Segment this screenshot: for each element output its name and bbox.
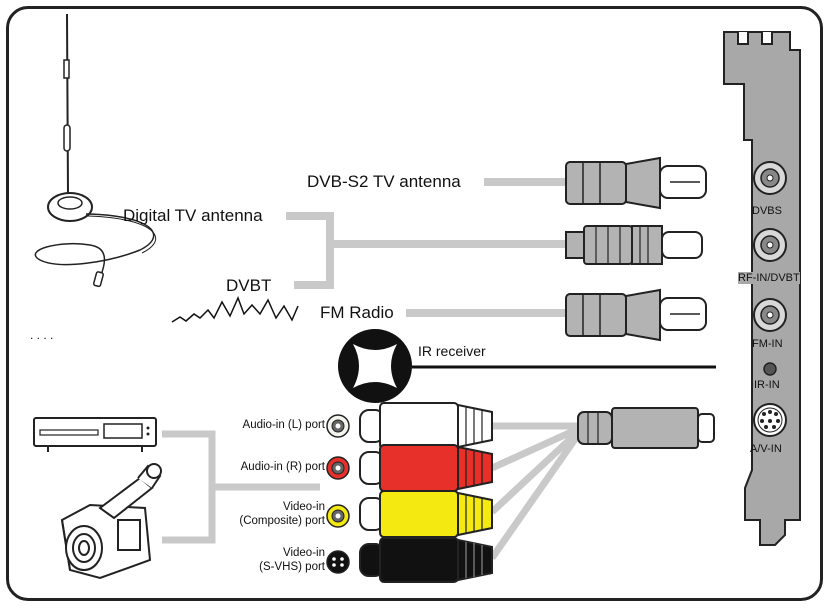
video-svhs-plug (359, 537, 493, 583)
antenna-icon (34, 13, 157, 288)
rf-in-dvbt-port-icon (753, 228, 787, 262)
video-composite-jack-icon (326, 504, 350, 528)
dvbs2-plug (565, 156, 707, 210)
device-bracket-lines (162, 430, 320, 544)
antenna-cables (286, 178, 566, 317)
fm-in-port-icon (753, 298, 787, 332)
video-in-composite-line1: Video-in (283, 501, 325, 513)
audio-r-jack-icon (326, 456, 350, 480)
audio-r-plug (359, 444, 493, 492)
tv-card-bracket (723, 31, 801, 546)
av-harness-cables (489, 422, 583, 561)
fm-signal-icon (171, 296, 299, 323)
rf-in-dvbt-port-label: RF-IN/DVBT (738, 272, 800, 284)
ir-receiver-label: IR receiver (418, 343, 486, 359)
fm-plug (565, 288, 707, 342)
video-in-svhs-label: Video-in (S-VHS) port (259, 546, 325, 574)
fm-in-port-label: FM-IN (752, 338, 783, 350)
av-harness-connector (577, 407, 715, 449)
audio-l-jack-icon (326, 414, 350, 438)
ir-receiver-icon (338, 329, 412, 403)
video-in-svhs-line1: Video-in (283, 547, 325, 559)
ir-in-port-label: IR-IN (754, 379, 780, 391)
digital-tv-antenna-label: Digital TV antenna (123, 206, 263, 225)
dots-label: . . . . (30, 328, 54, 342)
dvbs-port-icon (753, 161, 787, 195)
audio-l-plug (359, 402, 493, 450)
fm-radio-label: FM Radio (320, 303, 394, 322)
audio-in-l-label: Audio-in (L) port (242, 419, 325, 431)
av-in-port-icon (753, 403, 787, 437)
dvbs-port-label: DVBS (752, 205, 782, 217)
camcorder-icon (60, 463, 162, 580)
vcr-player-icon (33, 417, 157, 452)
video-composite-plug (359, 490, 493, 538)
video-in-composite-label: Video-in (Composite) port (239, 500, 325, 528)
dvbt-label: DVBT (226, 276, 272, 295)
video-in-composite-line2: (Composite) port (239, 515, 325, 527)
dvbt-plug (565, 225, 703, 265)
av-in-port-label: A/V-IN (750, 443, 782, 455)
video-svhs-jack-icon (326, 550, 350, 574)
audio-in-r-label: Audio-in (R) port (240, 461, 325, 473)
video-in-svhs-line2: (S-VHS) port (259, 561, 325, 573)
dvbs2-antenna-label: DVB-S2 TV antenna (307, 172, 461, 191)
ir-in-port-icon (763, 362, 777, 376)
